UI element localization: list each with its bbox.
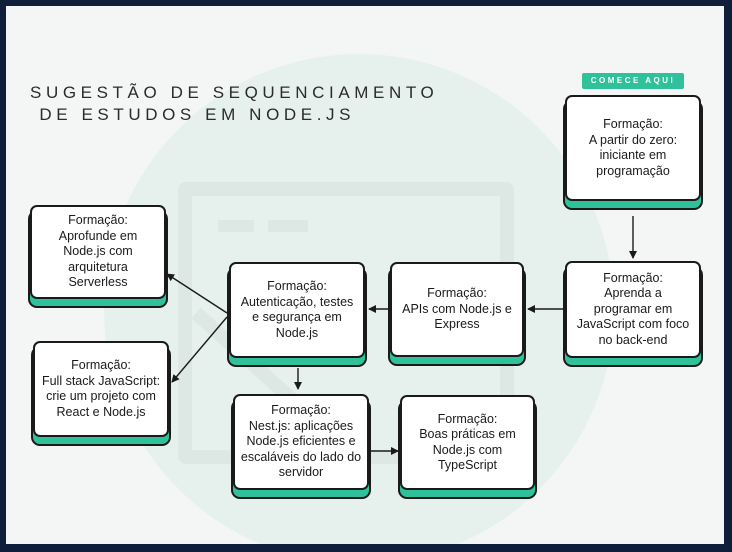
card-text-line: Node.js eficientes e [246,434,356,449]
card-heading: Formação: [267,279,327,293]
card-text-line: e segurança em [252,310,342,324]
card-text-line: TypeScript [437,458,498,472]
background-bar [268,220,308,232]
card-text-line: programar em [593,301,673,316]
card-heading: Formação: [71,358,131,372]
card-text-line: A partir do zero: [588,132,678,147]
card-text-line: Aprofunde em [58,228,138,243]
card-text-line: JavaScript com foco [576,317,690,332]
card-heading: Formação: [437,411,498,426]
card-text-line: arquitetura [68,259,128,274]
diagram-canvas: SUGESTÃO DE SEQUENCIAMENTO DE ESTUDOS EM… [6,6,724,544]
card-text-line: Node.js [275,325,319,340]
card-text-line: no back-end [598,332,668,347]
card-text-line: Full stack JavaScript: [41,373,161,388]
card-text-line: React e Node.js [56,404,146,419]
title-line-1: SUGESTÃO DE SEQUENCIAMENTO [30,83,439,102]
card-heading: Formação: [427,286,487,301]
background-bar [218,220,254,232]
card-text-line: Node.js com [432,442,503,457]
card-text-line: crie um projeto com [46,389,156,403]
card-text-line: Serverless [68,275,128,290]
page-title: SUGESTÃO DE SEQUENCIAMENTO DE ESTUDOS EM… [30,82,438,126]
flow-arrows [166,216,637,455]
card-heading: Formação: [271,403,331,418]
arrow-auth-to-serverless [166,273,228,314]
card-text-line: APIs com Node.js e [402,301,512,316]
card-text-line: programação [596,163,670,178]
card-text-line: Node.js com [63,244,133,259]
card-text-line: Express [434,317,480,332]
card-text-line: Nest.js: aplicações [248,418,354,433]
card-text-line: iniciante em [599,148,667,162]
card-heading: Formação: [603,270,663,285]
card-heading: Formação: [603,117,663,131]
arrow-auth-to-fullstack [171,316,228,383]
card-fullstack: Formação:Full stack JavaScript:crie um p… [33,341,169,437]
card-text-line: Aprenda a [604,286,662,301]
card-text-line: servidor [278,465,324,480]
card-text-line: Autenticação, testes [240,294,354,309]
card-text-line: escaláveis do lado do [240,449,362,464]
card-text-line: Boas práticas em [419,427,516,441]
title-line-2: DE ESTUDOS EM NODE.JS [30,105,356,124]
card-heading: Formação: [68,213,128,228]
start-here-badge: COMECE AQUI [582,73,684,89]
